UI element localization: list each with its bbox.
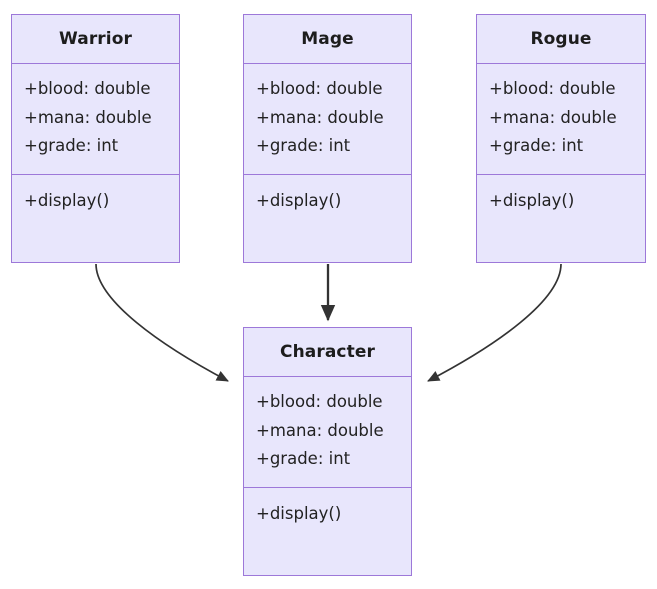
class-method: +display() xyxy=(256,190,342,210)
edge-warrior-to-character xyxy=(95,263,229,382)
class-attribute: +blood: double xyxy=(489,79,616,98)
class-attribute: +grade: int xyxy=(489,136,584,155)
class-method: +display() xyxy=(24,190,110,210)
class-attributes-character: +blood: double +mana: double +grade: int xyxy=(244,377,411,488)
class-title: Warrior xyxy=(59,28,132,49)
class-title: Mage xyxy=(301,28,354,49)
class-attribute: +grade: int xyxy=(24,136,119,155)
class-attribute: +blood: double xyxy=(256,79,383,98)
class-attributes-rogue: +blood: double +mana: double +grade: int xyxy=(477,64,645,175)
class-attributes-mage: +blood: double +mana: double +grade: int xyxy=(244,64,411,175)
class-title: Rogue xyxy=(530,28,592,49)
class-box-character[interactable]: Character +blood: double +mana: double +… xyxy=(243,327,412,576)
class-box-warrior[interactable]: Warrior +blood: double +mana: double +gr… xyxy=(11,14,180,263)
class-attribute: +mana: double xyxy=(489,107,617,127)
class-attribute: +blood: double xyxy=(24,79,151,98)
class-attributes-warrior: +blood: double +mana: double +grade: int xyxy=(12,64,179,175)
class-header-rogue: Rogue xyxy=(477,15,645,64)
class-methods-rogue: +display() xyxy=(477,175,645,229)
class-methods-character: +display() xyxy=(244,488,411,542)
class-attribute: +grade: int xyxy=(256,449,351,468)
class-attribute: +grade: int xyxy=(256,136,351,155)
edge-rogue-to-character xyxy=(427,263,562,382)
class-box-rogue[interactable]: Rogue +blood: double +mana: double +grad… xyxy=(476,14,646,263)
class-attribute: +blood: double xyxy=(256,392,383,411)
class-methods-mage: +display() xyxy=(244,175,411,229)
class-title: Character xyxy=(280,341,375,362)
class-header-character: Character xyxy=(244,328,411,377)
class-methods-warrior: +display() xyxy=(12,175,179,229)
class-attribute: +mana: double xyxy=(256,107,384,127)
class-header-warrior: Warrior xyxy=(12,15,179,64)
class-box-mage[interactable]: Mage +blood: double +mana: double +grade… xyxy=(243,14,412,263)
class-attribute: +mana: double xyxy=(256,420,384,440)
class-attribute: +mana: double xyxy=(24,107,152,127)
class-method: +display() xyxy=(489,190,575,210)
class-header-mage: Mage xyxy=(244,15,411,64)
class-method: +display() xyxy=(256,503,342,523)
